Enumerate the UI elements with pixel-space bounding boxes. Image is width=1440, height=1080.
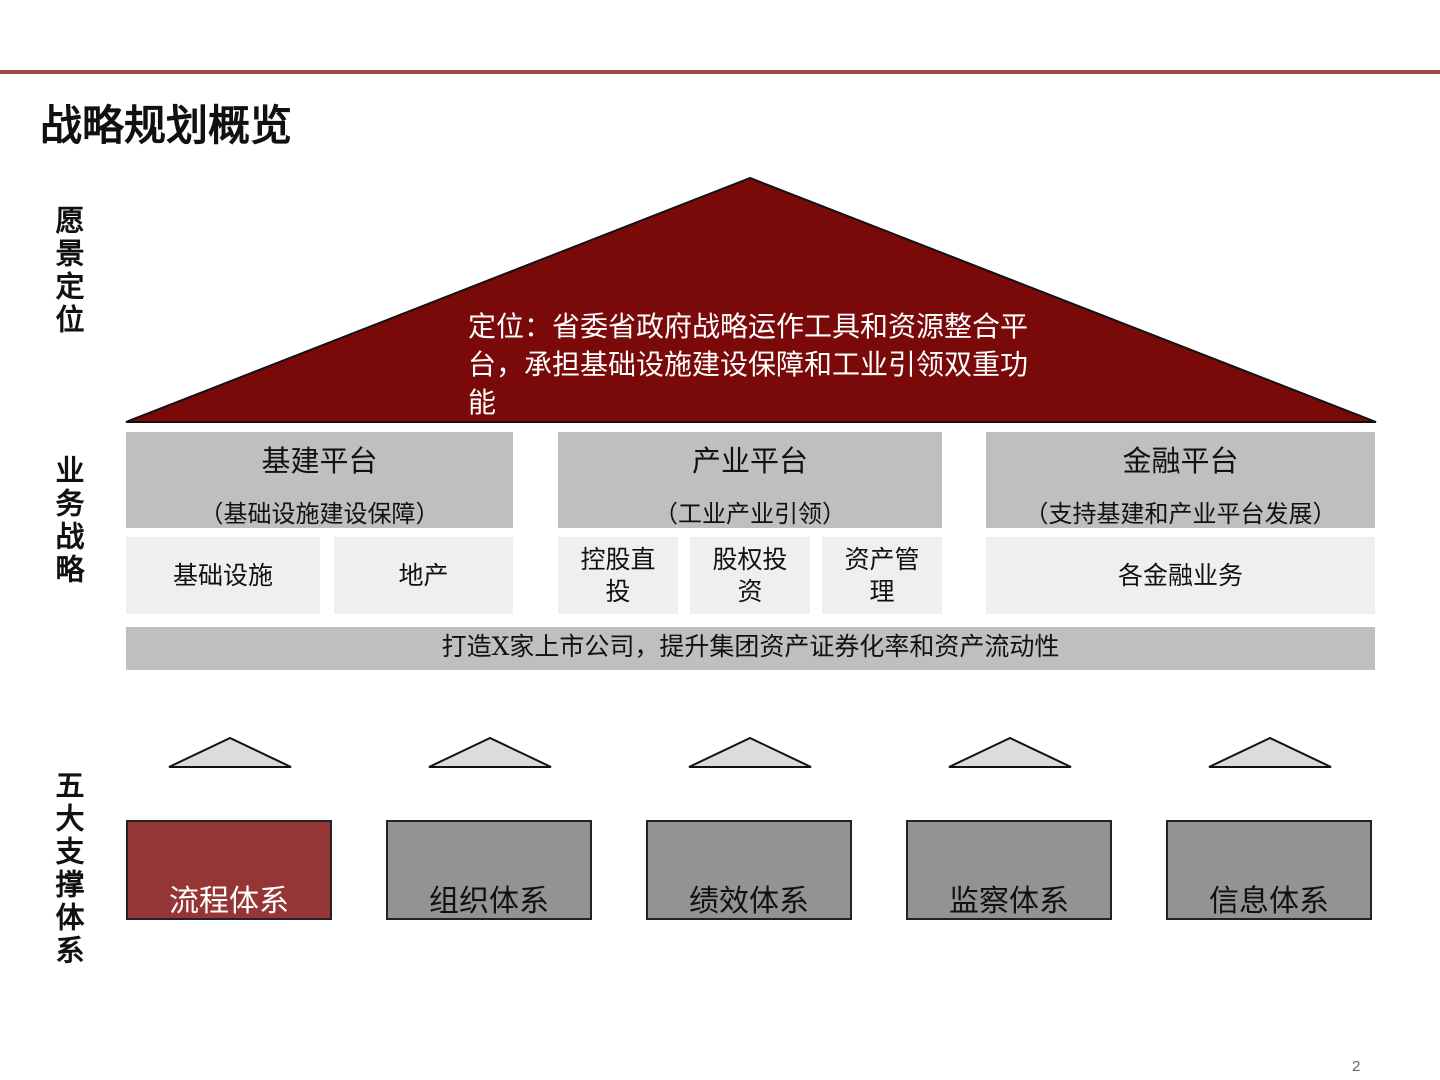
- platform-infrastructure: 基建平台 （基础设施建设保障）: [126, 432, 513, 528]
- positioning-text: 定位：省委省政府战略运作工具和资源整合平台，承担基础设施建设保障和工业引领双重功…: [468, 310, 1029, 419]
- pillar-performance: 绩效体系: [646, 820, 852, 920]
- platform-finance: 金融平台 （支持基建和产业平台发展）: [986, 432, 1375, 528]
- pillar-label: 流程体系: [169, 884, 289, 919]
- pillar-supervision: 监察体系: [906, 820, 1112, 920]
- side-label-support: 五大支撑体系: [51, 770, 85, 968]
- header-rule: [0, 70, 1440, 74]
- platform-name: 基建平台: [261, 444, 378, 478]
- platform-desc: （工业产业引领）: [654, 500, 846, 528]
- pillar-label: 组织体系: [429, 884, 549, 919]
- support-arrow: [168, 736, 292, 768]
- business-item: 资产管理: [822, 537, 942, 614]
- business-item: 地产: [334, 537, 513, 614]
- platform-desc: （基础设施建设保障）: [199, 500, 440, 528]
- support-arrow: [1208, 736, 1332, 768]
- side-label-business: 业务战略: [51, 455, 85, 587]
- business-item: 基础设施: [126, 537, 320, 614]
- platform-name: 产业平台: [691, 444, 808, 478]
- platform-desc: （支持基建和产业平台发展）: [1024, 500, 1337, 528]
- pillar-process: 流程体系: [126, 820, 332, 920]
- goal-bar: 打造X家上市公司，提升集团资产证券化率和资产流动性: [126, 627, 1375, 670]
- page-number: 2: [1352, 1058, 1361, 1075]
- pillar-label: 绩效体系: [689, 884, 809, 919]
- pillar-label: 监察体系: [949, 884, 1069, 919]
- page-title: 战略规划概览: [40, 101, 293, 150]
- support-arrow: [428, 736, 552, 768]
- pillar-information: 信息体系: [1166, 820, 1372, 920]
- support-arrow: [688, 736, 812, 768]
- platform-name: 金融平台: [1122, 444, 1239, 478]
- business-item: 控股直投: [558, 537, 678, 614]
- support-arrow: [948, 736, 1072, 768]
- side-label-vision: 愿景定位: [51, 205, 85, 337]
- pillar-label: 信息体系: [1209, 884, 1329, 919]
- business-item: 股权投资: [690, 537, 810, 614]
- pillar-organization: 组织体系: [386, 820, 592, 920]
- roof-triangle: [125, 176, 1377, 423]
- platform-industry: 产业平台 （工业产业引领）: [558, 432, 942, 528]
- business-item: 各金融业务: [986, 537, 1375, 614]
